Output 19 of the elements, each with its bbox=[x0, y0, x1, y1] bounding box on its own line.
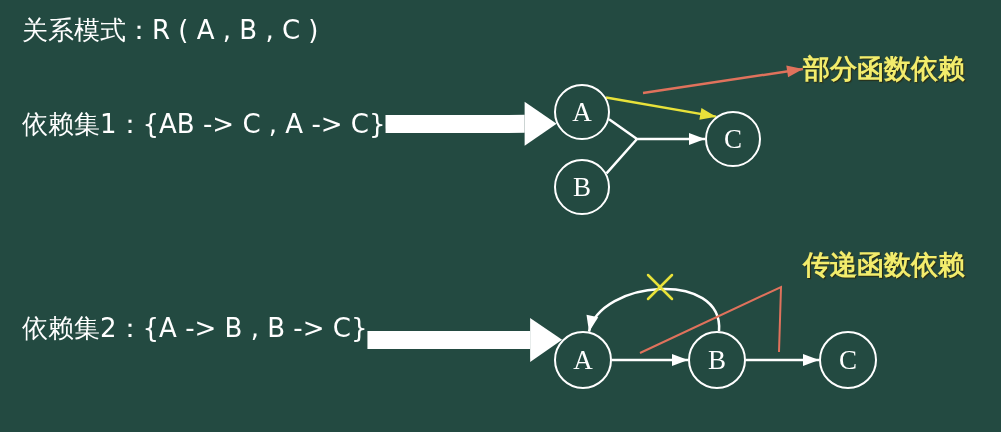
title: 关系模式：R ( A , B , C ) bbox=[22, 15, 319, 45]
dependency-text: 依赖集1：{AB -> C , A -> C} bbox=[22, 109, 386, 139]
curved-arrow bbox=[587, 287, 721, 333]
circle-node: B bbox=[688, 331, 746, 389]
circle-node: A bbox=[554, 84, 610, 140]
callout-text: 部分函数依赖 bbox=[803, 53, 965, 85]
arrow bbox=[605, 96, 717, 120]
circle-node: B bbox=[554, 159, 610, 215]
circle-node: C bbox=[705, 111, 761, 167]
arrow bbox=[605, 118, 707, 175]
circle-node: C bbox=[819, 331, 877, 389]
circle-node: A bbox=[554, 331, 612, 389]
block-arrow bbox=[385, 101, 557, 146]
block-arrow bbox=[367, 317, 563, 362]
arrow bbox=[642, 65, 804, 95]
arrow bbox=[612, 354, 688, 366]
callout-text: 传递函数依赖 bbox=[803, 249, 965, 281]
arrow bbox=[746, 354, 819, 366]
dependency-text: 依赖集2：{A -> B , B -> C} bbox=[22, 313, 368, 343]
